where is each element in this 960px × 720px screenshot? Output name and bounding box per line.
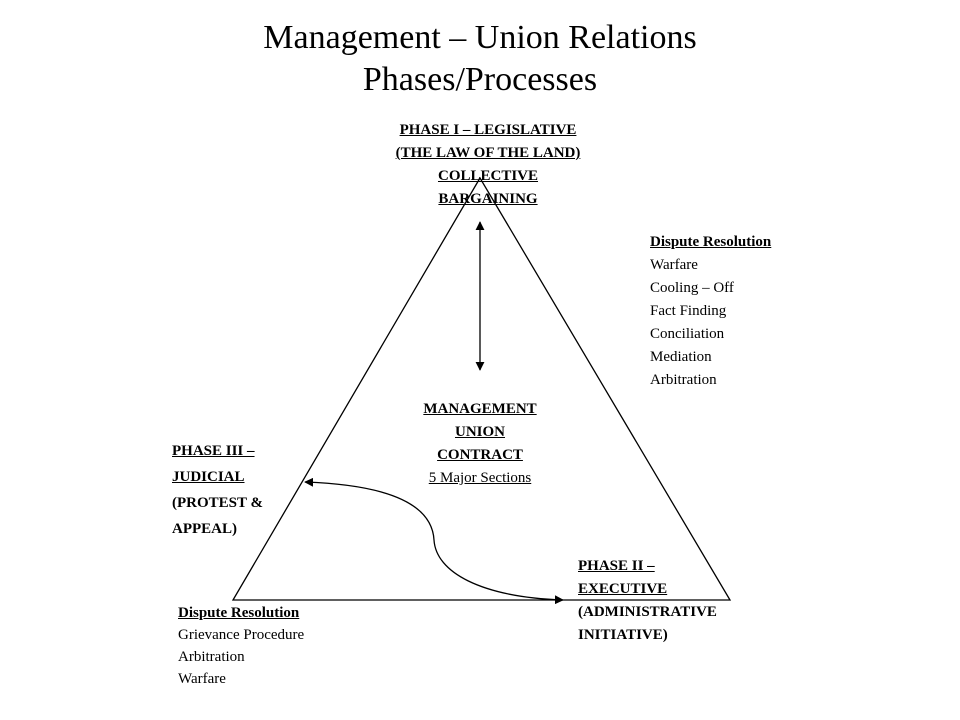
dispute-resolution-item: Conciliation xyxy=(650,326,725,342)
dispute-resolution-heading: Dispute Resolution xyxy=(650,234,772,250)
contract-line: UNION xyxy=(454,424,505,440)
dispute-resolution-item: Arbitration xyxy=(178,649,245,665)
phase-1-line: BARGAINING xyxy=(438,191,538,207)
diagram-title-line-1: Management – Union Relations xyxy=(263,19,697,56)
contract-line: CONTRACT xyxy=(437,447,523,463)
phase-3-line: JUDICIAL xyxy=(172,469,245,485)
dispute-resolution-item: Fact Finding xyxy=(650,303,727,319)
dispute-resolution-left: Dispute Resolution Grievance Procedure A… xyxy=(178,602,304,690)
phase-3-line: PHASE III – xyxy=(172,443,255,459)
dispute-resolution-item: Mediation xyxy=(650,349,712,365)
phase-1-label: PHASE I – LEGISLATIVE (THE LAW OF THE LA… xyxy=(356,119,620,211)
dispute-resolution-item: Arbitration xyxy=(650,372,717,388)
phase-1-line: PHASE I – LEGISLATIVE xyxy=(399,122,577,138)
phase-3-line: (PROTEST & xyxy=(172,495,263,511)
phase-2-line: (ADMINISTRATIVE xyxy=(578,604,717,620)
dispute-resolution-item: Warfare xyxy=(650,257,698,273)
phase-3-line: APPEAL) xyxy=(172,521,237,537)
phase-2-label: PHASE II – EXECUTIVE (ADMINISTRATIVE INI… xyxy=(578,555,717,647)
contract-line: MANAGEMENT xyxy=(423,401,537,417)
curved-double-arrow xyxy=(304,477,564,605)
dispute-resolution-item: Grievance Procedure xyxy=(178,627,305,643)
contract-sections: 5 Major Sections xyxy=(428,470,532,486)
dispute-resolution-right: Dispute Resolution Warfare Cooling – Off… xyxy=(650,231,771,392)
phase-2-line: EXECUTIVE xyxy=(578,581,668,597)
phase-3-label: PHASE III – JUDICIAL (PROTEST & APPEAL) xyxy=(172,438,263,542)
phase-2-line: PHASE II – xyxy=(578,558,655,574)
diagram-title-line-2: Phases/Processes xyxy=(362,61,598,98)
dispute-resolution-item: Warfare xyxy=(178,671,226,687)
contract-label: MANAGEMENT UNION CONTRACT 5 Major Sectio… xyxy=(385,398,575,490)
phase-1-line: COLLECTIVE xyxy=(437,168,539,184)
phase-1-line: (THE LAW OF THE LAND) xyxy=(395,145,581,161)
phase-2-line: INITIATIVE) xyxy=(578,627,668,643)
dispute-resolution-heading: Dispute Resolution xyxy=(178,605,300,621)
dispute-resolution-item: Cooling – Off xyxy=(650,280,734,296)
